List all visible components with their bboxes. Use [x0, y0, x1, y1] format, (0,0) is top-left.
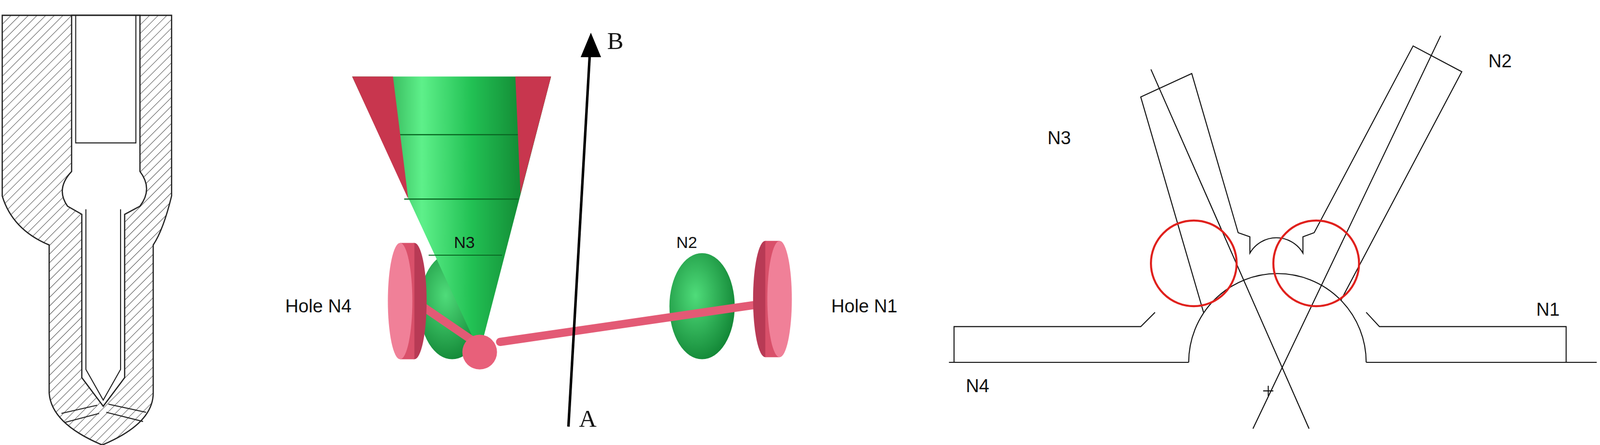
- part-label: N2: [676, 233, 697, 251]
- part-label: Hole N4: [285, 296, 352, 316]
- part-label: A: [578, 406, 597, 431]
- part-label: N2: [1488, 51, 1512, 71]
- nozzle-3d-model: [352, 32, 792, 427]
- part-label: N1: [1536, 300, 1560, 319]
- nozzle-section: [2, 15, 172, 445]
- part-label: N3: [453, 233, 475, 251]
- part-label: N3: [1047, 128, 1072, 147]
- hole-sketch: [949, 35, 1598, 429]
- part-label: Hole N1: [830, 296, 898, 316]
- part-label: N4: [965, 376, 990, 395]
- part-label: B: [607, 28, 624, 54]
